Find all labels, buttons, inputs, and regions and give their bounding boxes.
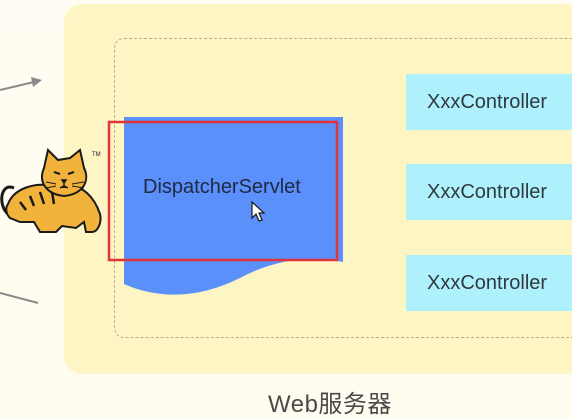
controller-box-1: XxxController xyxy=(406,74,572,130)
controller-box-3: XxxController xyxy=(406,255,572,311)
controller-box-2: XxxController xyxy=(406,164,572,220)
controller-label-3: XxxController xyxy=(427,271,548,294)
controller-label-2: XxxController xyxy=(427,180,548,203)
dispatcher-servlet-label: DispatcherServlet xyxy=(143,176,301,198)
web-server-label: Web服务器 xyxy=(268,391,392,418)
controller-label-1: XxxController xyxy=(427,90,548,113)
